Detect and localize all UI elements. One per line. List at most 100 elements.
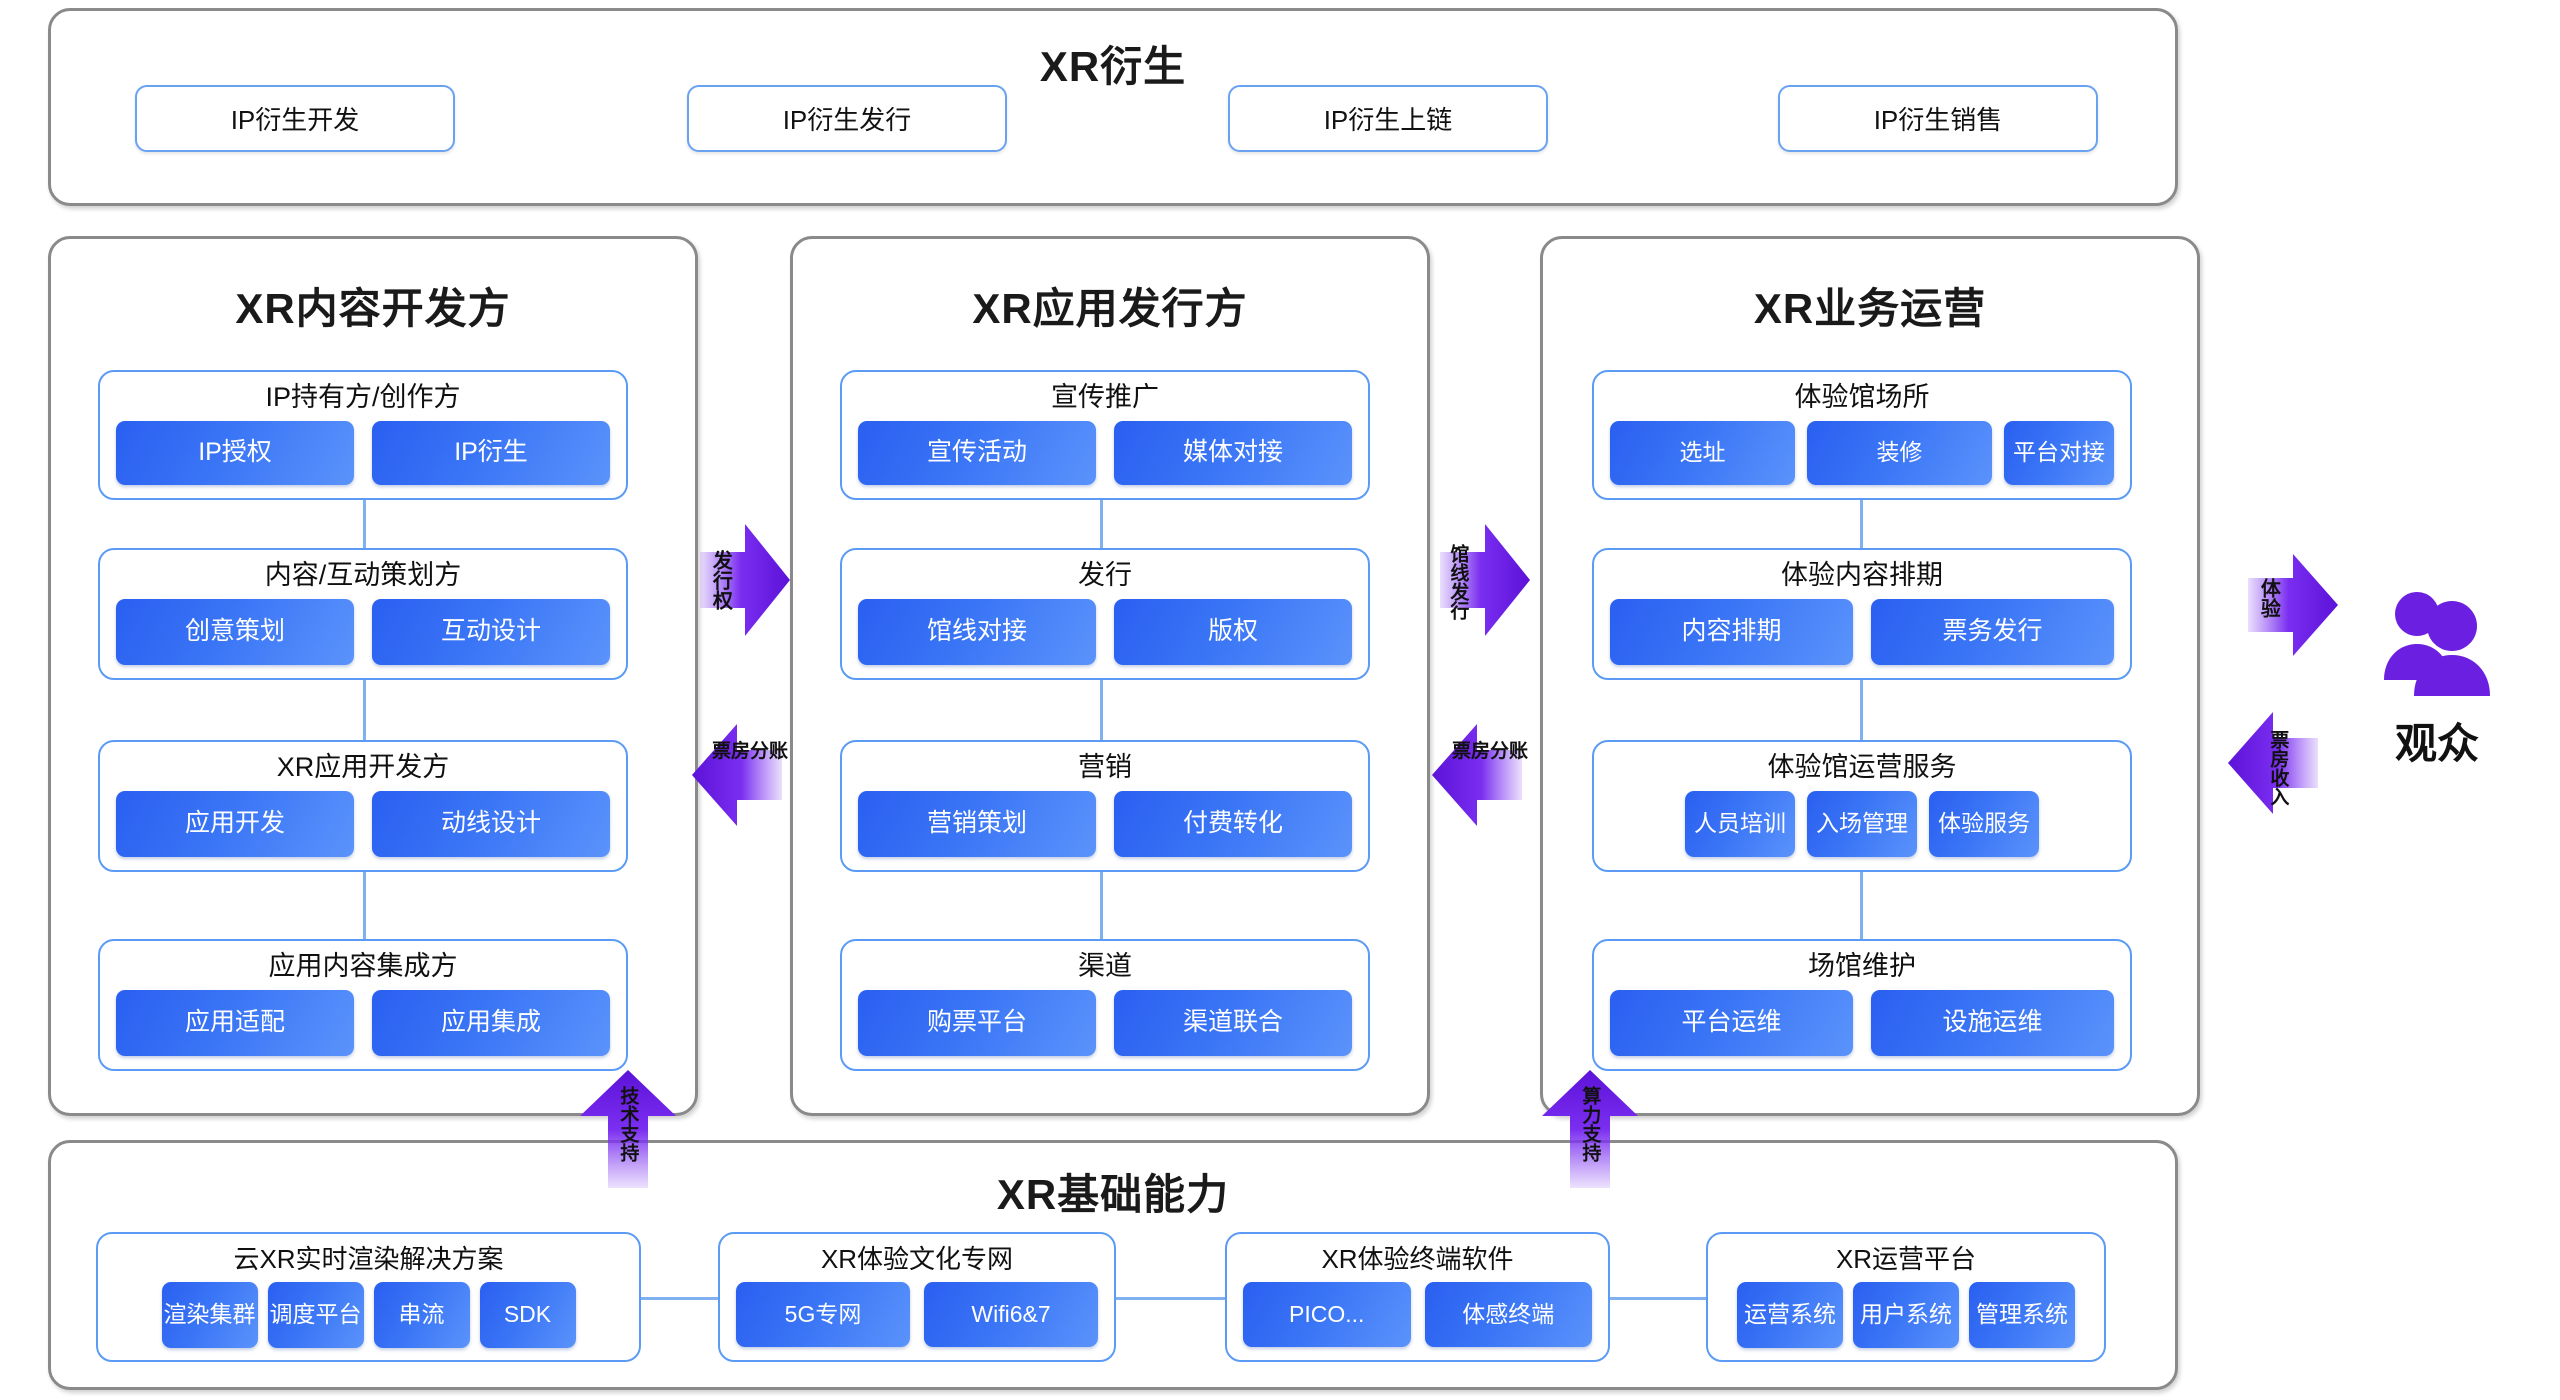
group-marketing-title: 营销: [1078, 752, 1132, 782]
audience-label: 观众: [2394, 720, 2479, 767]
connector-c1-2: [363, 680, 366, 740]
arrow-ops-to-pub-label: 票房分账: [1452, 741, 1529, 762]
chip-ticket-issuance[interactable]: 票务发行: [1871, 598, 2114, 665]
chip-copyright[interactable]: 版权: [1114, 598, 1352, 665]
chip-experience-service[interactable]: 体验服务: [1929, 790, 2039, 857]
chip-platform-ops[interactable]: 平台运维: [1610, 989, 1853, 1056]
chip-row: 宣传活动 媒体对接: [842, 420, 1368, 498]
arrow-pub-to-dev-icon: [692, 720, 782, 830]
chip-5g-private-network[interactable]: 5G专网: [736, 1281, 910, 1347]
chip-creative-planning[interactable]: 创意策划: [116, 598, 354, 665]
chip-promotion-campaign[interactable]: 宣传活动: [858, 420, 1096, 485]
chip-row: 运营系统 用户系统 管理系统: [1708, 1281, 2104, 1360]
chip-row: 5G专网 Wifi6&7: [720, 1281, 1114, 1360]
group-xr-terminal-software-title: XR体验终端软件: [1321, 1244, 1514, 1274]
chip-media-outreach[interactable]: 媒体对接: [1114, 420, 1352, 485]
connector-c1-4: [363, 872, 366, 939]
chip-paid-conversion[interactable]: 付费转化: [1114, 790, 1352, 857]
chip-venue-line-connection[interactable]: 馆线对接: [858, 598, 1096, 665]
column-xr-content-developer-title: XR内容开发方: [235, 285, 511, 332]
arrow-audience-to-ops-icon: [2228, 708, 2318, 818]
connector-b1-b2: [640, 1297, 718, 1300]
chip-row: 内容排期 票务发行: [1594, 598, 2130, 678]
chip-facility-ops[interactable]: 设施运维: [1871, 989, 2114, 1056]
group-ip-holder-creator: IP持有方/创作方 IP授权 IP衍生: [98, 370, 628, 500]
group-experience-content-schedule: 体验内容排期 内容排期 票务发行: [1592, 548, 2132, 680]
chip-content-schedule[interactable]: 内容排期: [1610, 598, 1853, 665]
arrow-dev-to-pub-label: 发行权: [709, 550, 732, 610]
top-button-ip-derivative-distribution[interactable]: IP衍生发行: [687, 85, 1007, 152]
section-xr-base-capability-title: XR基础能力: [996, 1171, 1230, 1218]
chip-route-design[interactable]: 动线设计: [372, 790, 610, 857]
chip-row: 应用适配 应用集成: [100, 989, 626, 1069]
chip-row: 应用开发 动线设计: [100, 790, 626, 870]
arrow-ops-to-audience-label: 体验: [2257, 578, 2280, 618]
group-xr-app-developer: XR应用开发方 应用开发 动线设计: [98, 740, 628, 872]
chip-row: 馆线对接 版权: [842, 598, 1368, 678]
group-venue-operation-service-title: 体验馆运营服务: [1767, 752, 1957, 782]
chip-render-cluster[interactable]: 渲染集群: [161, 1281, 258, 1348]
chip-interaction-design[interactable]: 互动设计: [372, 598, 610, 665]
chip-operation-system[interactable]: 运营系统: [1737, 1281, 1843, 1348]
chip-wifi6-7[interactable]: Wifi6&7: [924, 1281, 1098, 1347]
connector-c3-2: [1860, 680, 1863, 740]
group-venue-maintenance: 场馆维护 平台运维 设施运维: [1592, 939, 2132, 1071]
chip-streaming[interactable]: 串流: [373, 1281, 470, 1348]
top-button-ip-derivative-sales[interactable]: IP衍生销售: [1778, 85, 2098, 152]
arrow-base-to-dev-icon: [578, 1068, 678, 1188]
group-xr-operation-platform: XR运营平台 运营系统 用户系统 管理系统: [1706, 1232, 2106, 1362]
connector-c2-3: [1100, 872, 1103, 939]
top-button-ip-derivative-development[interactable]: IP衍生开发: [135, 85, 455, 152]
chip-decoration[interactable]: 装修: [1807, 420, 1992, 485]
chip-site-selection[interactable]: 选址: [1610, 420, 1795, 485]
chip-sdk[interactable]: SDK: [479, 1281, 576, 1348]
chip-channel-alliance[interactable]: 渠道联合: [1114, 989, 1352, 1056]
connector-c1-1: [363, 500, 366, 548]
group-ip-holder-creator-title: IP持有方/创作方: [265, 382, 461, 412]
chip-row: 购票平台 渠道联合: [842, 989, 1368, 1069]
group-app-content-integrator: 应用内容集成方 应用适配 应用集成: [98, 939, 628, 1071]
chip-row: 选址 装修 平台对接: [1594, 420, 2130, 498]
chip-row: IP授权 IP衍生: [100, 420, 626, 498]
group-venue-maintenance-title: 场馆维护: [1808, 951, 1916, 981]
group-venue-operation-service: 体验馆运营服务 人员培训 入场管理 体验服务: [1592, 740, 2132, 872]
group-distribution: 发行 馆线对接 版权: [840, 548, 1370, 680]
connector-b3-b4: [1608, 1297, 1706, 1300]
chip-app-adaptation[interactable]: 应用适配: [116, 989, 354, 1056]
group-xr-terminal-software: XR体验终端软件 PICO... 体感终端: [1225, 1232, 1610, 1362]
group-xr-operation-platform-title: XR运营平台: [1835, 1244, 1977, 1274]
chip-row: PICO... 体感终端: [1227, 1281, 1608, 1360]
chip-staff-training[interactable]: 人员培训: [1685, 790, 1795, 857]
top-button-ip-derivative-onchain[interactable]: IP衍生上链: [1228, 85, 1548, 152]
connector-c2-2: [1100, 680, 1103, 740]
chip-ip-derivative[interactable]: IP衍生: [372, 420, 610, 485]
connector-b2-b3: [1115, 1297, 1225, 1300]
chip-ip-authorization[interactable]: IP授权: [116, 420, 354, 485]
chip-management-system[interactable]: 管理系统: [1969, 1281, 2075, 1348]
group-experience-content-schedule-title: 体验内容排期: [1781, 560, 1943, 590]
arrow-base-to-ops-icon: [1540, 1068, 1640, 1188]
group-app-content-integrator-title: 应用内容集成方: [268, 951, 458, 981]
chip-row: 创意策划 互动设计: [100, 598, 626, 678]
chip-pico[interactable]: PICO...: [1243, 1281, 1411, 1347]
arrow-audience-to-ops-label: 票房收入: [2267, 730, 2289, 806]
group-channel-title: 渠道: [1078, 951, 1132, 981]
chip-user-system[interactable]: 用户系统: [1853, 1281, 1959, 1348]
group-promotion: 宣传推广 宣传活动 媒体对接: [840, 370, 1370, 500]
column-xr-app-publisher-title: XR应用发行方: [972, 285, 1248, 332]
chip-app-development[interactable]: 应用开发: [116, 790, 354, 857]
chip-row: 营销策划 付费转化: [842, 790, 1368, 870]
group-promotion-title: 宣传推广: [1051, 382, 1159, 412]
chip-motion-terminal[interactable]: 体感终端: [1424, 1281, 1592, 1347]
group-channel: 渠道 购票平台 渠道联合: [840, 939, 1370, 1071]
chip-platform-connection[interactable]: 平台对接: [2004, 420, 2114, 485]
arrow-ops-to-pub-icon: [1432, 720, 1522, 830]
chip-marketing-planning[interactable]: 营销策划: [858, 790, 1096, 857]
connector-c3-1: [1860, 500, 1863, 548]
chip-row: 渲染集群 调度平台 串流 SDK: [98, 1281, 639, 1360]
chip-app-integration[interactable]: 应用集成: [372, 989, 610, 1056]
section-xr-derivative-title: XR衍生: [1039, 43, 1187, 90]
chip-scheduling-platform[interactable]: 调度平台: [267, 1281, 364, 1348]
chip-ticketing-platform[interactable]: 购票平台: [858, 989, 1096, 1056]
chip-admission-management[interactable]: 入场管理: [1807, 790, 1917, 857]
